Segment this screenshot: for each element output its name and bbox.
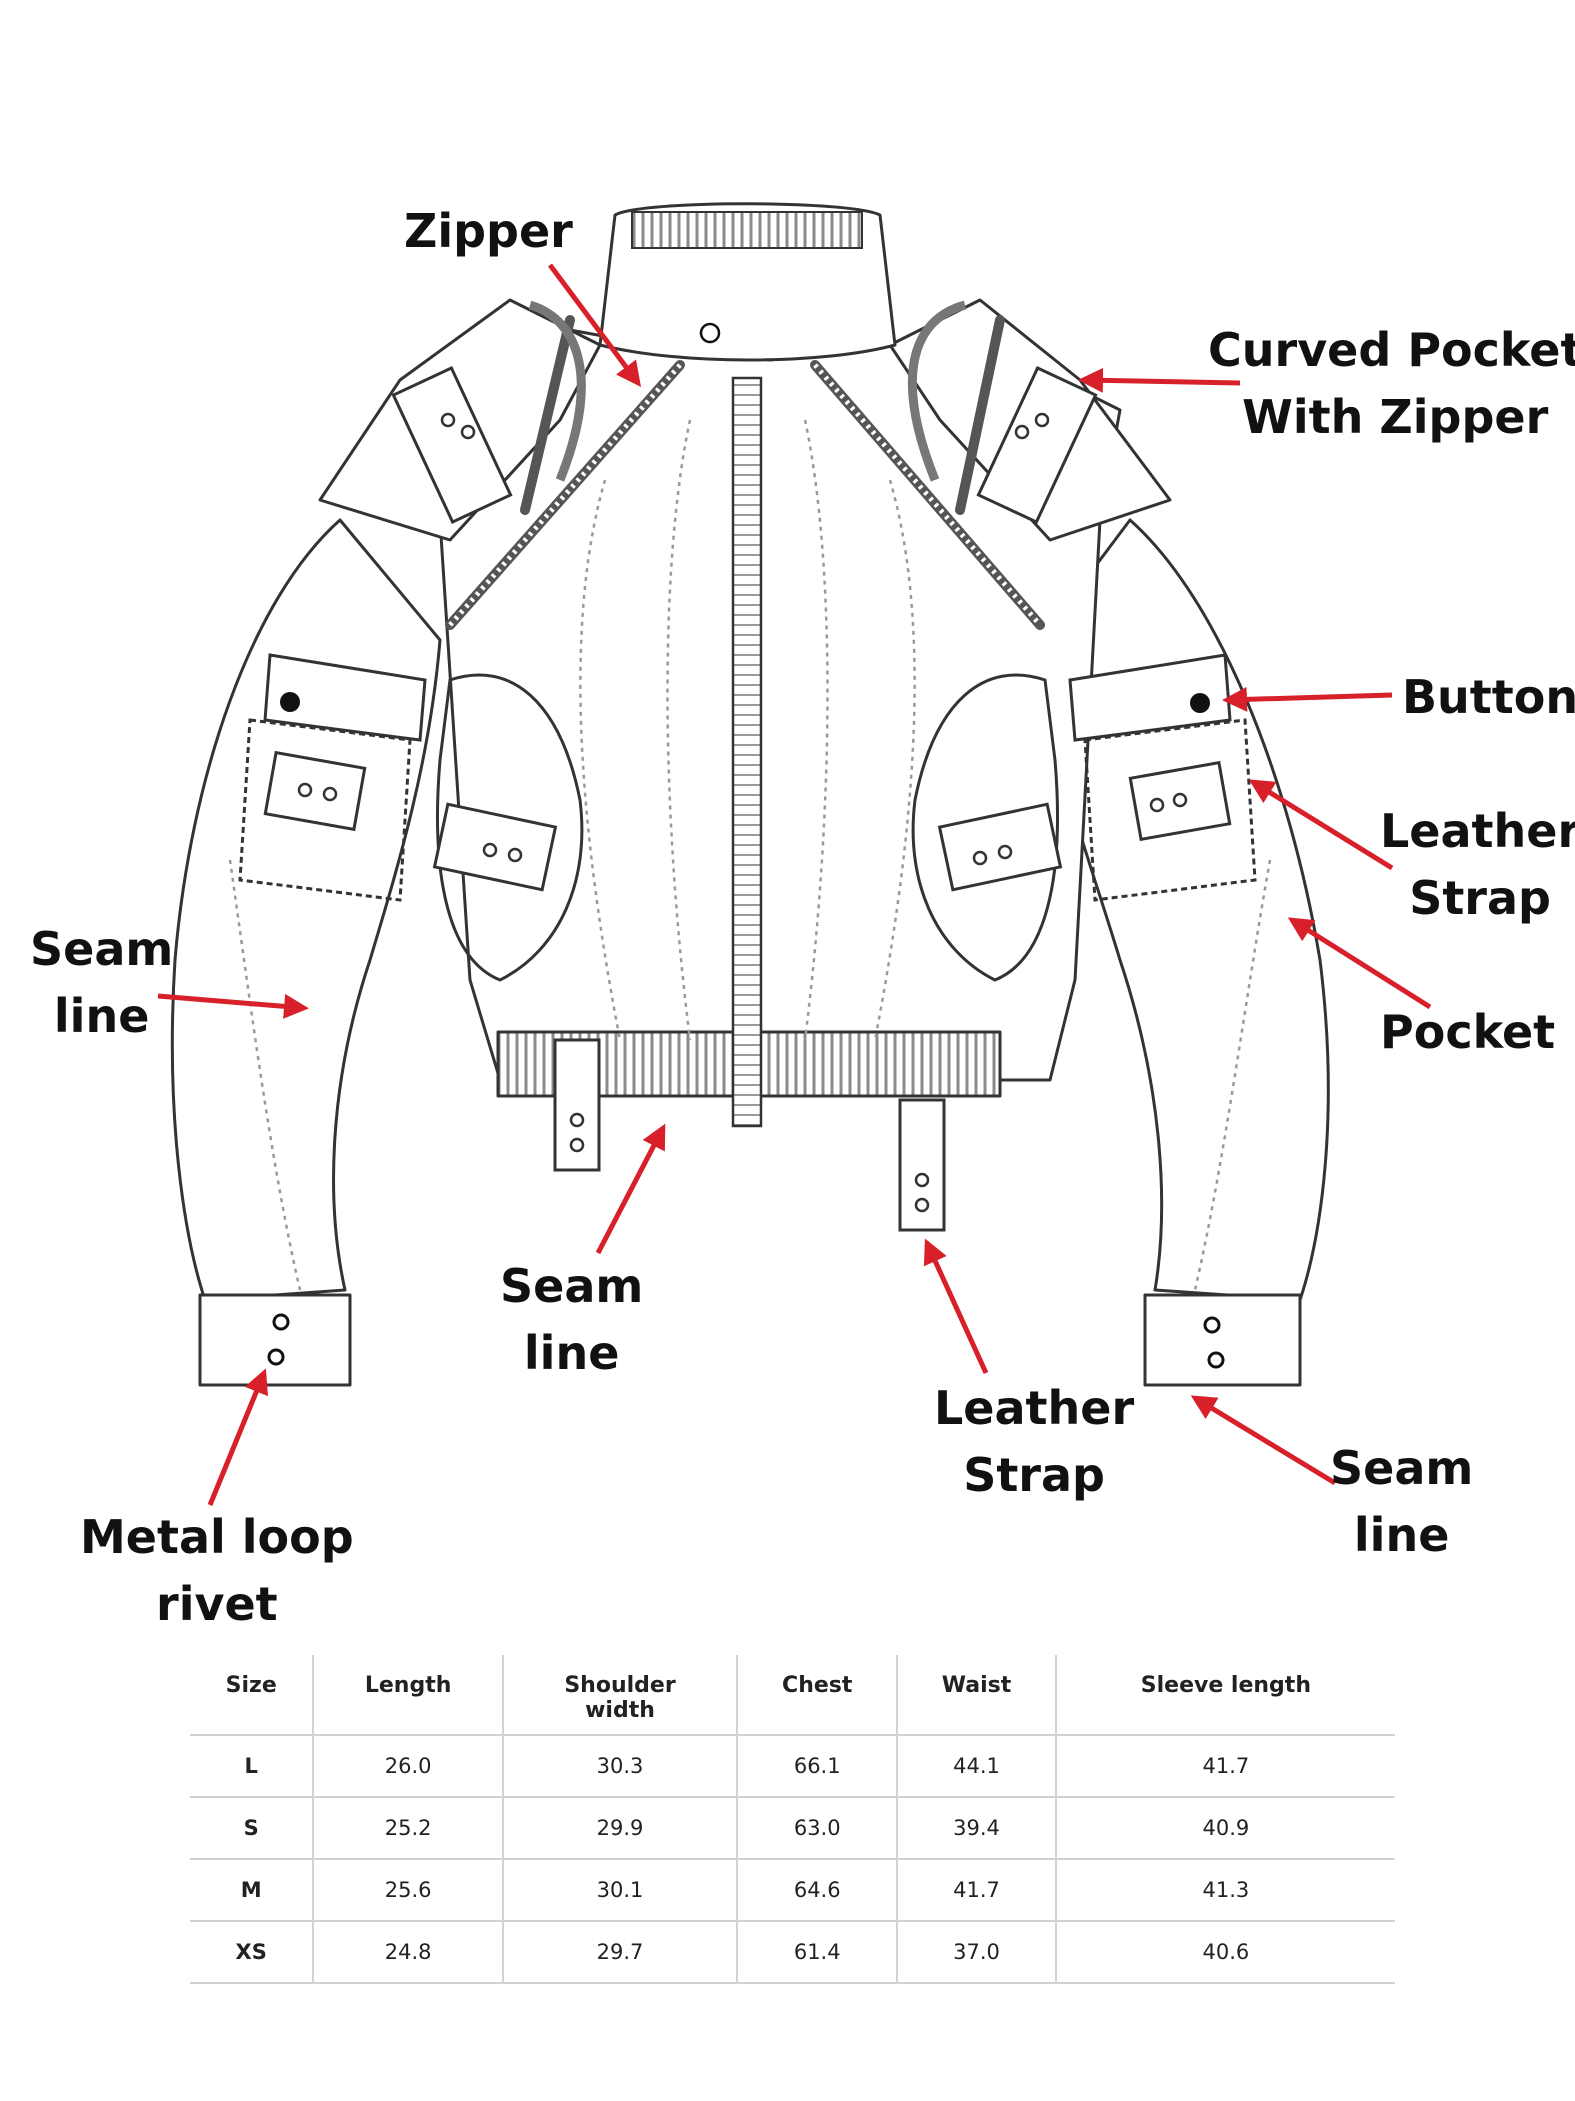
callout-arrows xyxy=(157,263,1432,1506)
metal-rivet-label-line-1: Metal loop xyxy=(80,1510,354,1564)
seam-center-label-line-2: line xyxy=(523,1325,620,1380)
leather-strap-bottom-label-line-2: Strap xyxy=(963,1447,1105,1502)
length-cell: 25.6 xyxy=(312,1858,503,1921)
leather-strap-bottom-arrow xyxy=(923,1238,989,1375)
collar-snap xyxy=(699,322,721,344)
chest-cell: 61.4 xyxy=(736,1920,898,1984)
table-row: XS 24.8 29.7 61.4 37.0 40.6 xyxy=(190,1920,1395,1984)
right-sleeve-button xyxy=(1190,693,1210,713)
seam-right-cuff-arrow xyxy=(1190,1395,1337,1486)
button-label: Button xyxy=(1402,664,1575,731)
table-row: L 26.0 30.3 66.1 44.1 41.7 xyxy=(190,1734,1395,1797)
left-cuff xyxy=(198,1293,352,1387)
chest-cell: 64.6 xyxy=(736,1858,898,1921)
pocket-label-line-1: Pocket xyxy=(1380,1005,1556,1059)
length-cell: 24.8 xyxy=(312,1920,503,1984)
shoulder-width-cell: 29.9 xyxy=(501,1796,738,1859)
table-row: S 25.2 29.9 63.0 39.4 40.9 xyxy=(190,1796,1395,1859)
chest-cell: 63.0 xyxy=(736,1796,898,1859)
hem-rib-right xyxy=(758,1030,1002,1098)
length-cell: 25.2 xyxy=(312,1796,503,1859)
seam-right-cuff-label: Seam line xyxy=(1330,1435,1473,1568)
seam-right-cuff-label-line-2: line xyxy=(1353,1507,1450,1562)
center-zipper xyxy=(731,376,763,1128)
seam-left-label-line-2: line xyxy=(53,988,150,1043)
table-row: M 25.6 30.1 64.6 41.7 41.3 xyxy=(190,1858,1395,1921)
seam-left-label: Seam line xyxy=(30,916,173,1049)
button-arrow xyxy=(1222,686,1393,712)
hem-rib-left xyxy=(496,1030,740,1098)
metal-rivet-label-line-2: rivet xyxy=(156,1576,278,1631)
leather-strap-right-arrow xyxy=(1248,779,1394,871)
left-sleeve xyxy=(170,518,442,1302)
strap-eyelets xyxy=(297,412,1188,1213)
leather-strap-bottom-label-line-1: Leather xyxy=(934,1381,1135,1435)
length-cell: 26.0 xyxy=(312,1734,503,1797)
waist-cell: 44.1 xyxy=(896,1734,1056,1797)
seam-lines xyxy=(228,419,1272,1291)
leather-strap-bottom-label: Leather Strap xyxy=(934,1375,1134,1508)
curved-pocket-label-line-1: Curved Pocket xyxy=(1208,323,1575,377)
pocket-label: Pocket xyxy=(1380,999,1555,1066)
leather-strap-right-label-line-1: Leather xyxy=(1380,804,1575,858)
waist-cell: 37.0 xyxy=(896,1920,1056,1984)
header-waist: Waist xyxy=(896,1655,1056,1735)
header-sleeve-length: Sleeve length xyxy=(1054,1655,1395,1735)
sleeve-length-cell: 40.9 xyxy=(1054,1796,1395,1859)
chest-cell: 66.1 xyxy=(736,1734,898,1797)
left-sleeve-button xyxy=(280,692,300,712)
metal-rivet-label: Metal loop rivet xyxy=(80,1504,354,1637)
header-length: Length xyxy=(312,1655,503,1735)
curved-pockets xyxy=(528,300,967,482)
size-cell: S xyxy=(190,1796,314,1859)
zipper-arrow xyxy=(547,263,641,388)
front-pockets xyxy=(436,673,1059,982)
curved-pocket-label: Curved Pocket With Zipper xyxy=(1208,317,1575,450)
cuff-rivets xyxy=(267,1313,1225,1369)
sleeve-pockets xyxy=(238,653,1257,902)
seam-left-label-line-1: Seam xyxy=(30,922,174,976)
waist-cell: 39.4 xyxy=(896,1796,1056,1859)
seam-center-label-line-1: Seam xyxy=(500,1259,644,1313)
sleeve-length-cell: 41.7 xyxy=(1054,1734,1395,1797)
sleeve-length-cell: 41.3 xyxy=(1054,1858,1395,1921)
button-label-line-1: Button xyxy=(1402,670,1575,724)
header-size: Size xyxy=(225,1673,277,1698)
collar-rib xyxy=(631,211,863,249)
seam-center-label: Seam line xyxy=(500,1253,643,1386)
size-table: Size Length Shoulder width Chest Waist S… xyxy=(190,1655,1395,1984)
curved-pocket-label-line-2: With Zipper xyxy=(1242,389,1549,444)
leather-strap-right-label-line-2: Strap xyxy=(1409,870,1551,925)
leather-strap-right-label: Leather Strap xyxy=(1380,798,1575,931)
zipper-label: Zipper xyxy=(404,198,573,265)
jacket-sketch xyxy=(157,202,1432,1506)
curved-pocket-arrow xyxy=(1078,367,1241,393)
zipper-label-line-1: Zipper xyxy=(404,204,573,258)
size-table-header: Size Length Shoulder width Chest Waist S… xyxy=(190,1655,1395,1735)
shoulder-width-cell: 30.1 xyxy=(501,1858,738,1921)
metal-rivet-arrow xyxy=(207,1368,268,1506)
header-shoulder-width: Shoulder width xyxy=(501,1655,738,1735)
header-chest: Chest xyxy=(736,1655,898,1735)
size-cell: XS xyxy=(190,1920,314,1984)
size-cell: L xyxy=(190,1734,314,1797)
sleeve-length-cell: 40.6 xyxy=(1054,1920,1395,1984)
pocket-arrow xyxy=(1287,917,1432,1010)
seam-right-cuff-label-line-1: Seam xyxy=(1330,1441,1474,1495)
shoulder-width-cell: 29.7 xyxy=(501,1920,738,1984)
shoulder-width-cell: 30.3 xyxy=(501,1734,738,1797)
waist-cell: 41.7 xyxy=(896,1858,1056,1921)
seam-left-arrow xyxy=(157,993,309,1019)
seam-center-arrow xyxy=(595,1123,666,1255)
size-cell: M xyxy=(190,1858,314,1921)
right-cuff xyxy=(1143,1293,1302,1387)
